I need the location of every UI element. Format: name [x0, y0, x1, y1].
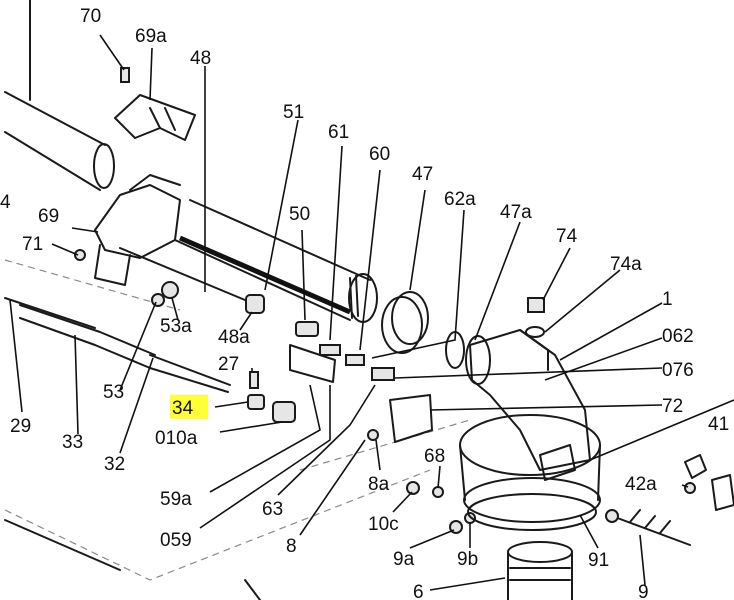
label-63: 63	[262, 499, 283, 520]
ground-lines	[4, 259, 471, 581]
label-70: 70	[80, 6, 101, 27]
label-72: 72	[662, 396, 683, 417]
bolt-9	[605, 509, 691, 546]
label-8: 8	[286, 536, 297, 557]
label-74: 74	[556, 226, 578, 247]
label-9: 9	[638, 582, 649, 600]
shaft-tube-main	[174, 199, 378, 323]
label-69a: 69a	[135, 26, 167, 47]
clamp-top-69a	[114, 94, 196, 141]
label-32: 32	[104, 454, 125, 475]
highlight-34	[170, 395, 208, 419]
lower-rod	[4, 519, 121, 571]
screw-74	[527, 297, 545, 313]
bolt-71	[74, 249, 86, 261]
nut-47	[381, 291, 429, 354]
pin-61	[319, 344, 341, 356]
label-91: 91	[588, 550, 609, 571]
sleeve-34	[247, 394, 265, 410]
label-53a: 53a	[160, 316, 192, 337]
bolt-42a	[684, 482, 696, 494]
label-69: 69	[38, 206, 59, 227]
label-059: 059	[160, 530, 192, 551]
label-9b: 9b	[457, 549, 478, 570]
label-10c: 10c	[368, 514, 399, 535]
label-9a: 9a	[393, 549, 415, 570]
label-68: 68	[424, 446, 445, 467]
rod-assembly	[4, 297, 231, 393]
screw-70	[120, 67, 130, 83]
label-50: 50	[289, 204, 310, 225]
label-51: 51	[283, 102, 304, 123]
nut-10c	[406, 481, 420, 495]
label-53: 53	[103, 382, 124, 403]
label-29: 29	[10, 416, 31, 437]
label-1: 1	[662, 289, 673, 310]
nut-53	[151, 293, 165, 307]
label-6: 6	[413, 582, 424, 600]
lower-rod-b	[244, 579, 261, 600]
nut-68	[432, 486, 444, 498]
label-48a: 48a	[218, 327, 250, 348]
cylinder-6	[507, 541, 573, 600]
spring-50	[295, 321, 319, 337]
label-8a: 8a	[368, 474, 390, 495]
key-062	[371, 367, 395, 381]
label-62a: 62a	[444, 189, 476, 210]
washer-8a	[367, 429, 379, 441]
gear-housing-91	[459, 414, 601, 531]
label-61: 61	[328, 122, 349, 143]
label-48: 48	[190, 48, 211, 69]
label-062: 062	[662, 326, 694, 347]
clamp-bottom-69	[94, 174, 181, 286]
label-010a: 010a	[155, 428, 198, 449]
drive-cable-48	[119, 247, 246, 301]
label-74a: 74a	[610, 254, 642, 275]
sleeve-010a	[272, 401, 296, 423]
pin-60	[345, 354, 365, 366]
label-076: 076	[662, 360, 694, 381]
label-41: 41	[708, 414, 729, 435]
pin-27	[249, 371, 259, 389]
label-33: 33	[62, 432, 83, 453]
label-42a: 42a	[625, 474, 657, 495]
washer-53a	[161, 281, 179, 299]
label-27: 27	[218, 354, 239, 375]
label-59a: 59a	[160, 489, 192, 510]
label-47a: 47a	[500, 202, 532, 223]
leader-lines	[9, 34, 734, 591]
bushing-48a	[245, 294, 265, 314]
part-labels: 70 69a 48 51 61 60 47 50 62a 47a 74 74a …	[0, 6, 729, 600]
label-4: 4	[0, 192, 11, 213]
spring-41	[684, 454, 734, 511]
label-60: 60	[369, 144, 390, 165]
label-34: 34	[172, 398, 194, 419]
label-71: 71	[22, 234, 43, 255]
shaft-tube-upper	[4, 0, 115, 191]
washer-74a	[525, 326, 545, 338]
label-47: 47	[412, 164, 433, 185]
block-72	[389, 394, 433, 443]
